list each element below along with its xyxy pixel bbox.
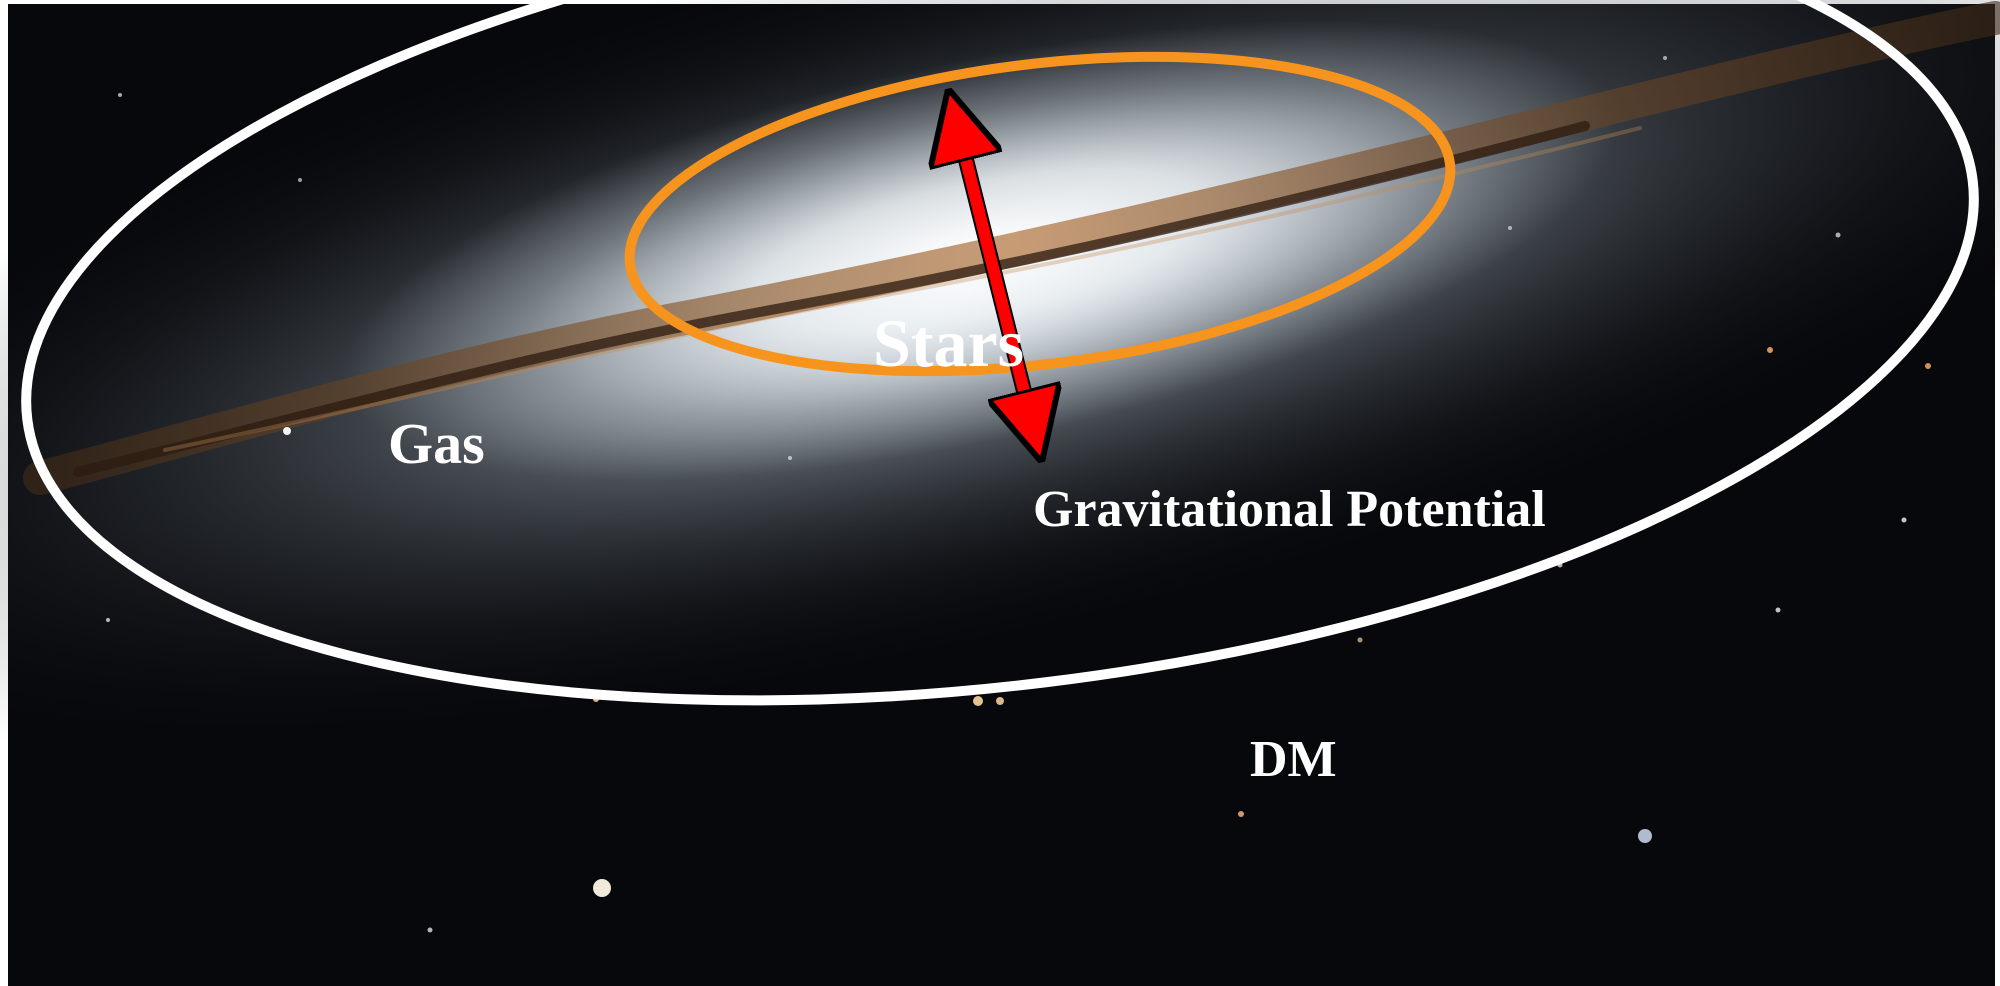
star [106,618,110,622]
dust-lane-dark-core [73,121,1590,477]
label-gravitational-potential: Gravitational Potential [1033,481,1546,538]
star [1663,56,1667,60]
star [788,456,792,460]
labels: Gas Stars Gravitational Potential DM [388,305,1546,788]
star [996,697,1004,705]
star [1638,829,1652,843]
star [1238,811,1244,817]
region-overlays [0,0,2000,802]
star [298,178,302,182]
star [1357,637,1363,643]
label-dm: DM [1250,731,1337,788]
star [118,93,122,97]
star [1901,517,1907,523]
label-stars: Stars [873,305,1024,381]
dm-outline [0,0,2000,802]
label-gas: Gas [388,411,485,476]
star [593,879,611,897]
star [1767,347,1773,353]
double-headed-arrow-icon [955,116,1035,435]
right-border [1995,0,2000,986]
star [1835,232,1841,238]
star [1775,607,1781,613]
dust-lane-highlight [163,126,1642,452]
star [283,427,291,435]
star [427,927,433,933]
star [1925,363,1931,369]
star [1508,226,1512,230]
star [973,696,983,706]
